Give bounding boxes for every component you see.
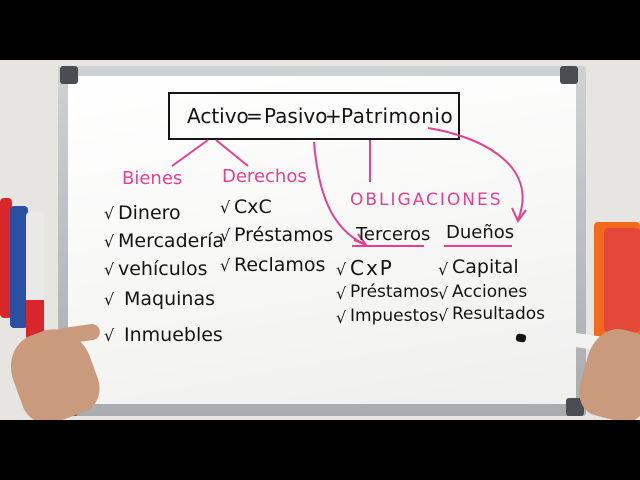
check-icon: √	[220, 198, 231, 217]
check-icon: √	[104, 204, 115, 223]
check-icon: √	[438, 284, 449, 303]
list-item-bienes: Dinero	[118, 202, 181, 224]
held-marker-cap	[515, 333, 527, 343]
obligaciones-heading: OBLIGACIONES	[350, 190, 503, 210]
list-item-terceros: CxP	[350, 256, 394, 280]
list-item-duenos: Resultados	[452, 304, 545, 324]
activo-word: Activo	[187, 104, 249, 128]
red-marker-left	[0, 198, 12, 318]
list-item-duenos: Acciones	[452, 282, 528, 302]
check-icon: √	[336, 284, 347, 303]
pasivo-word: Pasivo	[264, 104, 328, 128]
list-item-bienes: vehículos	[118, 258, 208, 280]
bienes-connector	[171, 139, 209, 167]
list-item-derechos: Reclamos	[234, 254, 326, 276]
terceros-heading: Terceros	[356, 224, 431, 245]
letterbox-top	[0, 0, 640, 60]
check-icon: √	[336, 260, 347, 279]
check-icon: √	[104, 232, 115, 251]
list-item-duenos: Capital	[452, 256, 519, 278]
list-item-bienes: Maquinas	[124, 288, 216, 310]
red-marker	[26, 212, 44, 340]
frame-corner-bottom-right	[566, 398, 584, 416]
list-item-terceros: Préstamos	[350, 282, 439, 302]
list-item-derechos: Préstamos	[234, 224, 334, 246]
plus-sign: +	[325, 104, 342, 128]
bienes-heading: Bienes	[122, 168, 183, 189]
list-item-derechos: CxC	[234, 196, 272, 218]
check-icon: √	[104, 290, 115, 309]
duenos-heading: Dueños	[446, 222, 515, 243]
whiteboard	[68, 76, 576, 404]
check-icon: √	[220, 256, 231, 275]
check-icon: √	[438, 306, 449, 325]
duenos-arrow	[427, 127, 524, 221]
check-icon: √	[336, 308, 347, 327]
list-item-terceros: Impuestos	[350, 306, 439, 326]
list-item-bienes: Inmuebles	[124, 324, 223, 346]
check-icon: √	[220, 226, 231, 245]
derechos-heading: Derechos	[222, 166, 307, 187]
patrimonio-word: Patrimonio	[341, 104, 454, 128]
derechos-connector	[215, 139, 249, 167]
frame-corner-top-right	[560, 66, 578, 84]
list-item-bienes: Mercadería	[118, 230, 225, 252]
check-icon: √	[438, 260, 449, 279]
check-icon: √	[104, 260, 115, 279]
letterbox-bottom	[0, 420, 640, 480]
check-icon: √	[104, 326, 115, 345]
frame-corner-top-left	[60, 66, 78, 84]
eraser-felt	[604, 228, 640, 332]
blue-marker	[10, 206, 28, 328]
equation-box	[168, 92, 460, 140]
equals-sign: =	[246, 104, 263, 128]
terceros-arrow	[313, 141, 365, 245]
duenos-arrowhead	[511, 207, 527, 223]
